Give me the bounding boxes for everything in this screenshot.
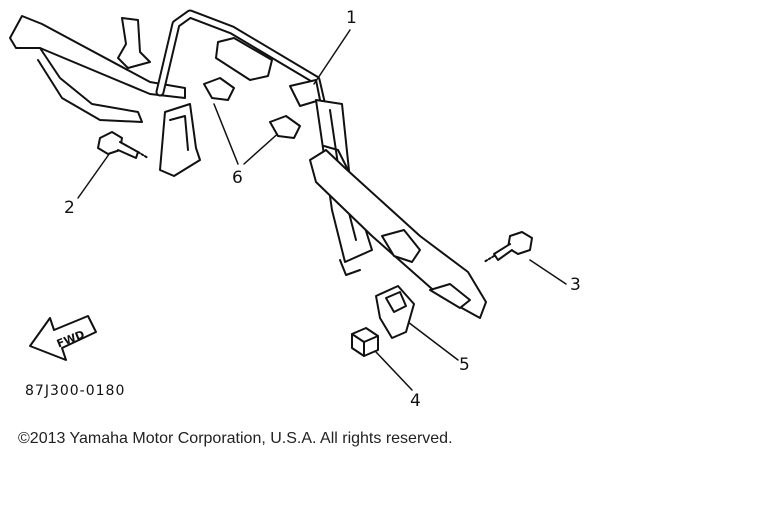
nut-part-4 [351,327,379,357]
bolt-part-2 [97,131,149,159]
clamp-part-6 [203,77,301,139]
fwd-arrow-icon: FWD [29,315,97,361]
leader-lines [77,29,567,391]
callout-4: 4 [410,391,421,411]
bolt-part-3 [483,231,533,263]
copyright-notice: ©2013 Yamaha Motor Corporation, U.S.A. A… [18,430,453,447]
callout-1: 1 [346,8,357,28]
bracket-frame [9,9,487,319]
parts-diagram: FWD [9,9,567,391]
callout-5: 5 [459,355,470,375]
callout-2: 2 [64,198,75,218]
callout-6: 6 [232,168,243,188]
reference-code: 87J300-0180 [25,383,126,399]
callout-3: 3 [570,275,581,295]
clip-part-5 [375,285,415,339]
